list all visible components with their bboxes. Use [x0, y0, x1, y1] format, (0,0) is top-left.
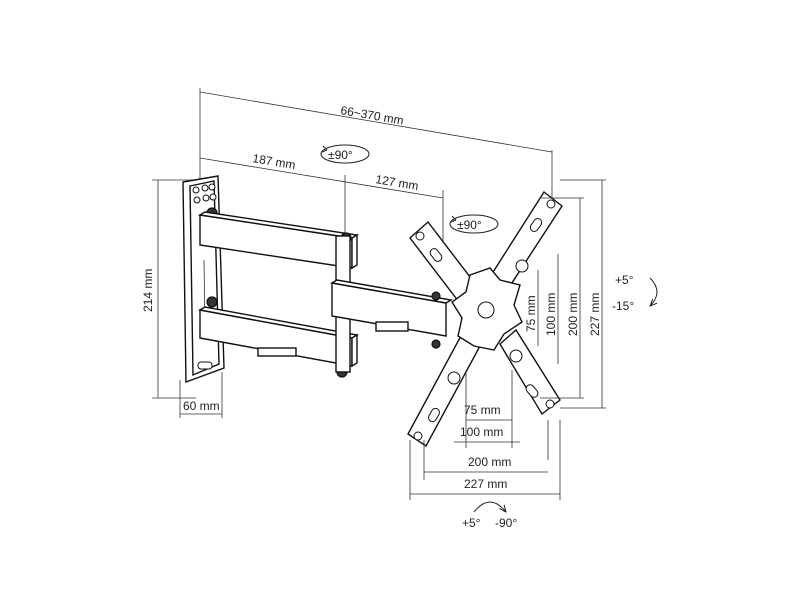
swivel-left-label: +5°: [462, 516, 481, 530]
arm-swivel-label: ±90°: [328, 148, 353, 162]
wall-plate: [182, 175, 225, 383]
head-rotation-icon: ±90°: [449, 214, 499, 234]
mount-arms: [197, 211, 453, 378]
dimension-plate-width-label: 60 mm: [183, 399, 220, 413]
vesa-v-75-label: 75 mm: [524, 295, 538, 332]
dimension-plate-width: 60 mm: [179, 372, 223, 418]
tilt-down-label: -15°: [612, 299, 634, 313]
swivel-right-label: -90°: [495, 516, 517, 530]
vesa-v-227-label: 227 mm: [588, 293, 602, 336]
tilt-rotation-icon: +5° -15°: [612, 273, 658, 313]
vesa-h-75-label: 75 mm: [464, 403, 501, 417]
vesa-bracket: [407, 190, 563, 448]
arm-swivel-rotation-icon: ±90°: [320, 144, 370, 164]
head-rotation-label: ±90°: [457, 218, 482, 232]
vesa-h-227-label: 227 mm: [464, 477, 507, 491]
vesa-vertical-dimensions: 75 mm 100 mm 200 mm 227 mm: [524, 179, 606, 409]
vesa-v-200-label: 200 mm: [566, 293, 580, 336]
vesa-v-100-label: 100 mm: [544, 293, 558, 336]
dimension-height: 214 mm: [141, 179, 196, 399]
vesa-h-200-label: 200 mm: [468, 455, 511, 469]
tilt-up-label: +5°: [615, 273, 634, 287]
vesa-h-100-label: 100 mm: [460, 425, 503, 439]
dimension-arm-second-label: 127 mm: [375, 172, 420, 193]
swivel-rotation-icon: +5° -90°: [462, 501, 517, 530]
dimension-total-extension-label: 66~370 mm: [339, 103, 404, 128]
dimension-arm-first-label: 187 mm: [252, 151, 297, 172]
dimension-height-label: 214 mm: [141, 269, 155, 312]
vesa-horizontal-dimensions: 75 mm 100 mm 200 mm 227 mm: [409, 370, 561, 500]
